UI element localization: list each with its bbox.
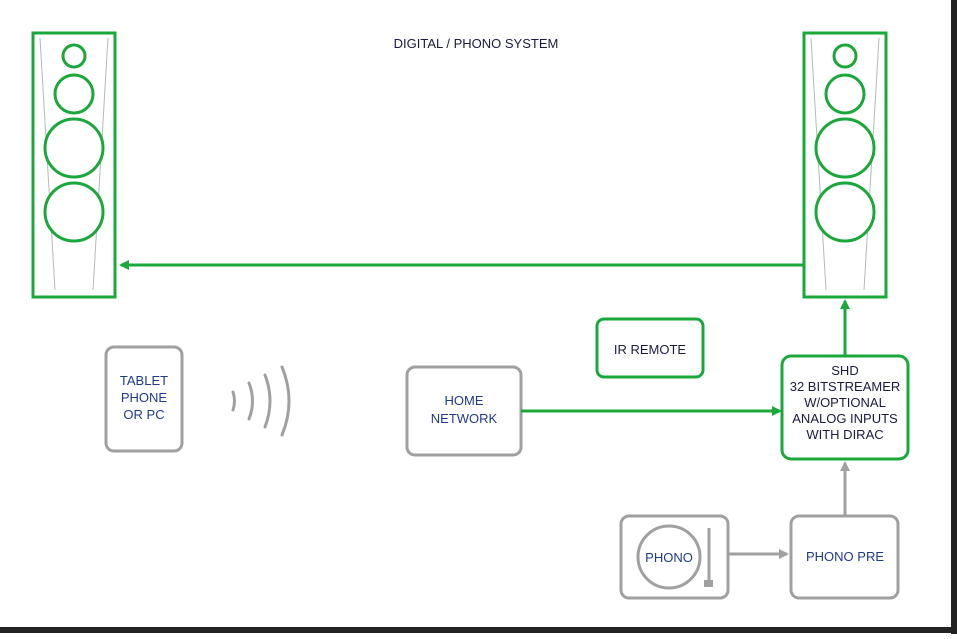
shd-label-line-1: SHD (831, 363, 858, 378)
home-network-node: HOME NETWORK (405, 365, 523, 457)
right-speaker-edge-line (810, 37, 827, 291)
left-speaker-midrange (53, 73, 95, 115)
right-speaker-woofer-upper (814, 117, 876, 179)
left-speaker-edge-line (39, 37, 56, 291)
left-speaker-woofer-upper (43, 117, 105, 179)
turntable-platter (636, 524, 702, 590)
phono-label: PHONO (645, 550, 693, 565)
tablet-label-line-1: TABLET (120, 373, 168, 388)
wireless-wave-2 (247, 381, 254, 421)
shd-label-line-2: 32 BITSTREAMER (790, 379, 901, 394)
shd-label-line-5: WITH DIRAC (806, 427, 883, 442)
left-speaker-tweeter (61, 43, 87, 69)
home-network-label-line-1: HOME (445, 393, 484, 408)
right-speaker (802, 31, 888, 299)
ir-remote-label: IR REMOTE (614, 342, 687, 357)
left-speaker-woofer-lower (43, 181, 105, 243)
diagram-title: DIGITAL / PHONO SYSTEM (394, 36, 559, 51)
right-speaker-midrange (824, 73, 866, 115)
turntable-icon (636, 524, 713, 590)
shd-node: SHD 32 BITSTREAMER W/OPTIONAL ANALOG INP… (780, 354, 910, 461)
phono-pre-node: PHONO PRE (789, 514, 900, 600)
right-speaker-edge-line (863, 37, 880, 291)
tablet-label-line-2: PHONE (121, 390, 168, 405)
shd-label-line-3: W/OPTIONAL (804, 395, 886, 410)
wireless-wave-1 (231, 390, 236, 412)
tablet-label-line-3: OR PC (123, 407, 164, 422)
right-speaker-tweeter (832, 43, 858, 69)
right-speaker-woofer-lower (814, 181, 876, 243)
tablet-node: TABLET PHONE OR PC (104, 345, 184, 453)
phono-pre-label: PHONO PRE (806, 549, 884, 564)
shd-label-line-4: ANALOG INPUTS (792, 411, 898, 426)
phono-node: PHONO (619, 514, 730, 600)
home-network-label-line-2: NETWORK (431, 411, 498, 426)
wireless-waves-icon (231, 365, 291, 437)
tablet-box (104, 345, 184, 453)
turntable-tonearm-base (704, 580, 713, 587)
left-speaker-edge-line (92, 37, 109, 291)
left-speaker (31, 31, 117, 299)
wireless-wave-4 (280, 365, 291, 437)
ir-remote-box (595, 317, 705, 379)
wireless-wave-3 (263, 373, 272, 429)
ir-remote-node: IR REMOTE (595, 317, 705, 379)
